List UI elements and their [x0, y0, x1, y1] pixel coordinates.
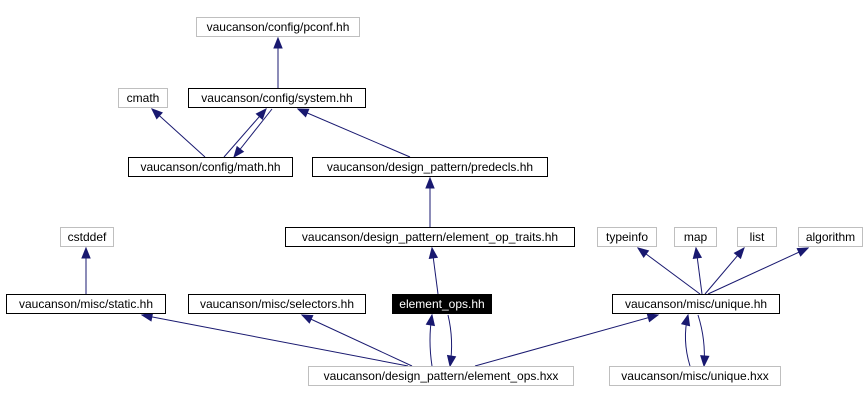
edge-traits-to-predecls: [425, 176, 435, 227]
node-element-op-traits-hh[interactable]: vaucanson/design_pattern/element_op_trai…: [285, 227, 575, 247]
node-list: list: [737, 227, 777, 247]
node-selectors-hh[interactable]: vaucanson/misc/selectors.hh: [188, 294, 366, 314]
node-label: vaucanson/config/math.hh: [140, 160, 281, 174]
edge-system-to-pconf: [273, 36, 283, 88]
node-cstddef: cstddef: [60, 227, 114, 247]
edge-unique-to-typeinfo: [636, 247, 701, 295]
node-element-ops-hh-current: element_ops.hh: [392, 294, 492, 314]
edge-unique_hxx-to-unique: [680, 313, 691, 367]
node-algorithm: algorithm: [798, 227, 863, 247]
node-label: cmath: [126, 91, 160, 105]
node-unique-hxx: vaucanson/misc/unique.hxx: [609, 366, 781, 386]
node-static-hh[interactable]: vaucanson/misc/static.hh: [6, 294, 166, 314]
edge-unique-to-unique_hxx: [697, 314, 710, 368]
node-label: vaucanson/misc/unique.hh: [624, 297, 768, 311]
edge-unique-to-algorithm: [707, 247, 810, 295]
edge-element_ops_hxx-to-static: [140, 312, 409, 367]
node-label: vaucanson/config/pconf.hh: [206, 20, 350, 34]
node-label: vaucanson/config/system.hh: [201, 91, 353, 105]
edge-predecls-to-system: [296, 108, 411, 158]
node-typeinfo: typeinfo: [597, 227, 657, 247]
node-math-hh[interactable]: vaucanson/config/math.hh: [128, 157, 293, 177]
node-predecls-hh[interactable]: vaucanson/design_pattern/predecls.hh: [312, 157, 548, 177]
node-label: vaucanson/design_pattern/element_ops.hxx: [323, 369, 559, 383]
edge-unique-to-map: [692, 246, 703, 295]
node-label: map: [683, 230, 708, 244]
node-label: element_ops.hh: [399, 297, 485, 311]
node-label: vaucanson/misc/static.hh: [18, 297, 154, 311]
edge-unique-to-list: [704, 246, 745, 295]
node-element-ops-hxx: vaucanson/design_pattern/element_ops.hxx: [308, 366, 574, 386]
node-pconf-hh: vaucanson/config/pconf.hh: [196, 17, 360, 37]
node-label: vaucanson/misc/selectors.hh: [199, 297, 355, 311]
edge-element_ops-to-traits: [428, 246, 439, 295]
node-label: vaucanson/design_pattern/predecls.hh: [326, 160, 534, 174]
node-label: typeinfo: [605, 230, 649, 244]
node-unique-hh[interactable]: vaucanson/misc/unique.hh: [612, 294, 780, 314]
node-label: vaucanson/design_pattern/element_op_trai…: [301, 230, 559, 244]
node-cmath: cmath: [118, 88, 168, 108]
edge-math-to-system: [223, 107, 267, 158]
edge-element_ops-to-element_ops_hxx: [446, 314, 457, 368]
node-label: cstddef: [67, 230, 107, 244]
edge-element_ops_hxx-to-element_ops: [425, 313, 436, 367]
node-label: algorithm: [805, 230, 856, 244]
edge-system-to-math: [233, 108, 273, 159]
edge-element_ops_hxx-to-selectors: [300, 314, 413, 367]
edge-static-to-cstddef: [81, 246, 91, 294]
node-map: map: [674, 227, 717, 247]
edge-element_ops_hxx-to-unique: [474, 313, 660, 367]
node-label: list: [749, 230, 765, 244]
node-label: vaucanson/misc/unique.hxx: [621, 369, 769, 383]
edge-math-to-cmath: [151, 108, 206, 158]
node-system-hh[interactable]: vaucanson/config/system.hh: [188, 88, 366, 108]
